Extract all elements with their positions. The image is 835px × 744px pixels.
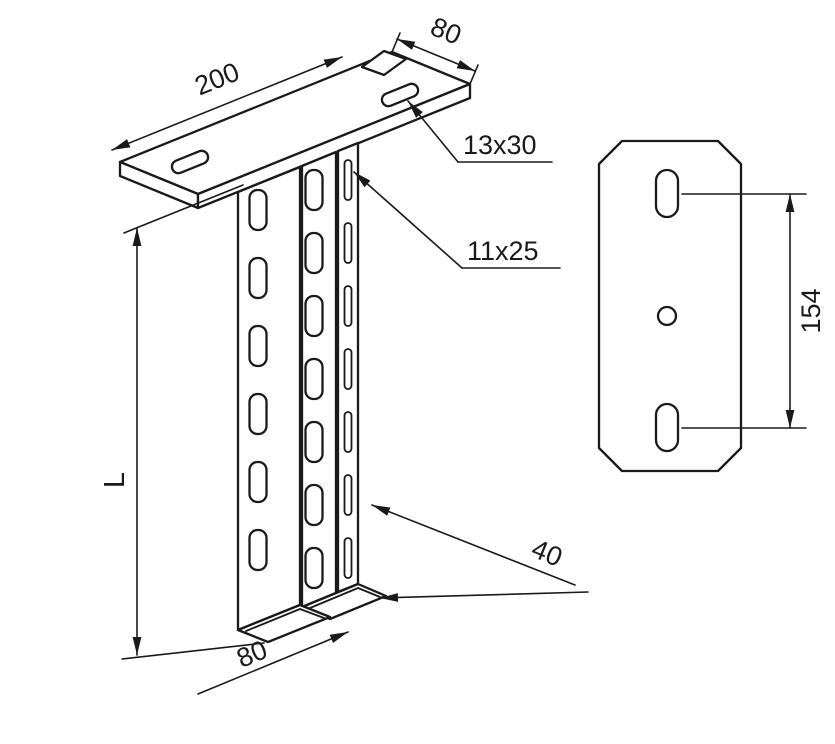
dim-line-80-bottom [197,631,349,695]
dim-channel-depth: 40 [371,504,589,602]
leader-line [407,100,459,163]
slot [248,392,268,436]
slot [343,411,353,453]
label-plate-slot: 13x30 [463,130,537,160]
dim-label-channel-depth: 40 [527,533,566,572]
extension-line [469,64,479,85]
dim-line-80-top [396,38,476,72]
isometric-view: 200 80 [99,11,589,695]
channel-slots-front [248,188,268,572]
slot [248,324,268,368]
front-bottom-rim [236,603,332,644]
head-plate-outline [597,139,743,473]
rim-inner-line [245,608,301,632]
dim-line-40-upper [371,504,576,586]
leader-plate-slot: 13x30 [407,100,553,163]
dim-label-channel-length: L [99,472,131,488]
rim-inner-line [357,587,381,598]
extension-line [121,642,265,660]
label-channel-slot: 11x25 [467,236,539,266]
extension-line [391,32,401,53]
slot [248,528,268,572]
slot [248,256,268,300]
channel-bottom-ends [236,582,388,644]
slot [343,285,353,327]
slot [304,168,324,212]
leader-line [353,171,463,269]
slot [304,483,324,527]
channel-slots-edge [343,159,353,579]
channel-side-strip [336,141,360,594]
head-plate-center-hole [656,305,678,327]
dim-hole-spacing: 154 [681,193,826,429]
slot [304,294,324,338]
slot [248,460,268,504]
slot [343,474,353,516]
slot [343,159,353,201]
channel-slots-rear [304,168,324,590]
vertical-channel [236,141,388,644]
slot [248,188,268,232]
slot [343,537,353,579]
rim-inner-line [299,608,325,619]
top-plate [118,49,472,210]
extension-line [123,184,244,234]
channel-front-face [236,165,302,632]
dim-label-plate-width: 80 [426,11,465,50]
dim-line-40-lower [379,591,589,602]
slot [304,546,324,590]
slot [343,348,353,390]
slot [343,222,353,264]
side-view: 154 [597,139,826,473]
dim-label-plate-length: 200 [190,57,243,102]
plate-slot-right [380,82,420,108]
dim-channel-length: L [99,184,265,660]
slot [304,357,324,401]
dim-channel-width: 80 [197,631,349,695]
plate-slot-left [170,149,210,175]
slot [304,420,324,464]
head-plate-slot-bottom [654,402,680,453]
slot [304,231,324,275]
dim-line-200 [111,56,343,151]
channel-second-face [300,150,338,609]
head-plate-slot-top [654,168,680,219]
dim-label-hole-spacing: 154 [796,288,826,333]
plate-tab-mark [360,49,408,77]
leader-channel-slot: 11x25 [353,171,561,269]
rim-inner-line [309,587,359,609]
